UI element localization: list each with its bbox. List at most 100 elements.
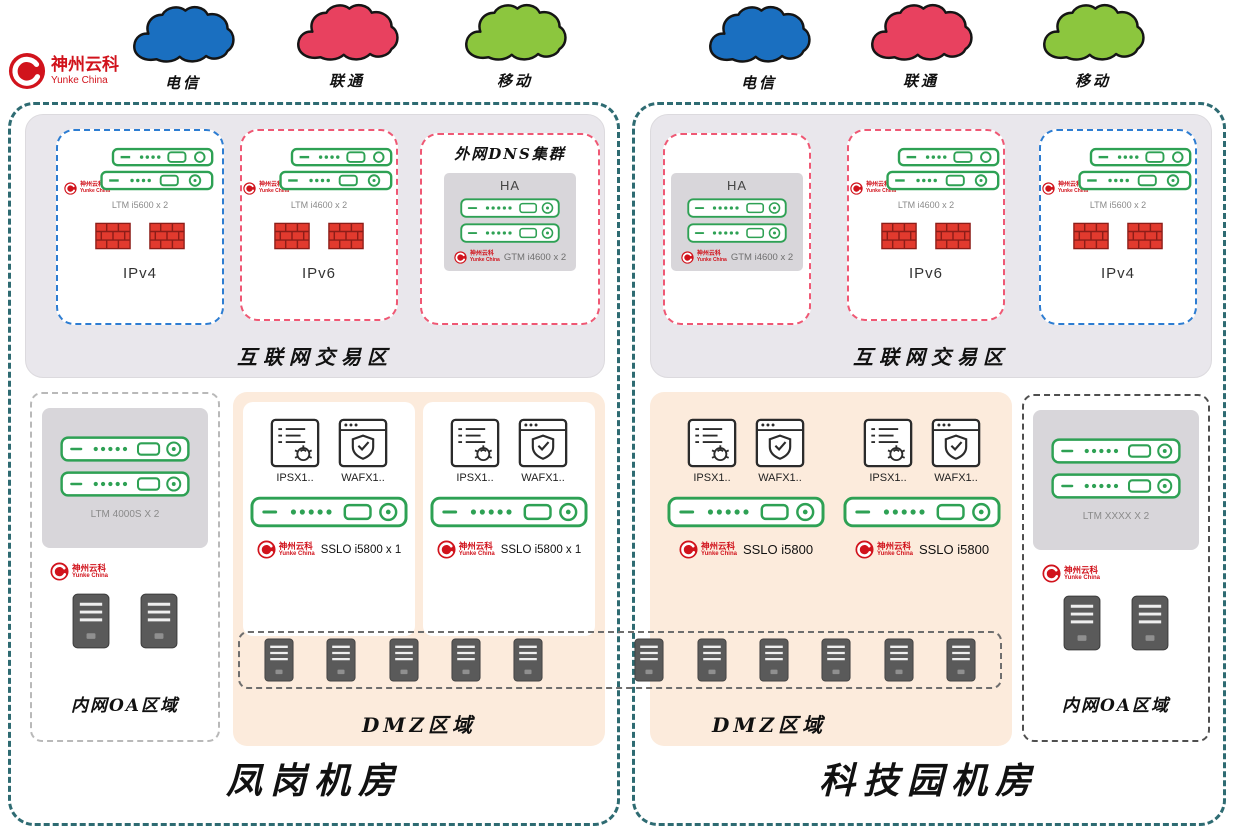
- yunke-mark-icon: [1042, 564, 1061, 583]
- firewall-icon: [1127, 222, 1163, 250]
- ips-item: IPSX1..: [450, 418, 500, 484]
- dmz-zone-label: DMZ区域: [361, 713, 477, 737]
- server-icon: [140, 593, 178, 649]
- sslo-appliance-icon: [250, 496, 408, 528]
- cloud-icon: [1036, 2, 1150, 68]
- ips-label: IPSX1..: [869, 472, 907, 484]
- waf-icon: [518, 418, 568, 468]
- brand-name: 神州云科: [259, 182, 284, 189]
- brand-name: 神州云科: [700, 540, 735, 551]
- brand-name: 神州云科: [469, 251, 494, 258]
- ips-icon: [450, 418, 500, 468]
- brand-name: 神州云科: [72, 562, 107, 573]
- device-label: LTM i4600 x 2: [897, 200, 955, 210]
- waf-item: WAFX1..: [931, 418, 981, 484]
- ltm-appliance-icon: [1045, 438, 1187, 464]
- waf-icon: [755, 418, 805, 468]
- firewall-icon: [935, 222, 971, 250]
- brand-name: 神州云科: [51, 55, 119, 75]
- ips-label: IPSX1..: [456, 472, 494, 484]
- server-icon: [513, 638, 543, 682]
- ip-version-label: IPv6: [908, 265, 943, 282]
- datacenter-name: 科技园机房: [818, 760, 1039, 802]
- security-icons: IPSX1.. WAFX1..: [863, 418, 981, 484]
- isp-label: 移动: [1074, 72, 1111, 90]
- isp-telecom: 电信: [126, 4, 240, 93]
- dmz-server-row: [238, 631, 1002, 689]
- device-label: LTM 4000S X 2: [90, 509, 160, 520]
- brand-subtitle: Yunke China: [696, 257, 727, 264]
- gtm-appliance-icon: [457, 223, 563, 243]
- brand-subtitle: Yunke China: [469, 257, 500, 264]
- device-label: LTM i4600 x 2: [290, 200, 348, 210]
- zone-label: 互联网交易区: [237, 345, 393, 369]
- ips-label: IPSX1..: [693, 472, 731, 484]
- ips-item: IPSX1..: [687, 418, 737, 484]
- brand-name: 神州云科: [1064, 564, 1099, 575]
- isp-label: 移动: [496, 72, 533, 90]
- firewall-icon: [95, 222, 131, 250]
- ha-label: HA: [499, 178, 521, 193]
- waf-label: WAFX1..: [341, 472, 385, 484]
- brand-subtitle: Yunke China: [80, 188, 111, 195]
- server-icon: [697, 638, 727, 682]
- sslo-appliance-icon: [430, 496, 588, 528]
- brand-name: 神州云科: [876, 540, 911, 551]
- sslo-label: SSLO i5800 x 1: [500, 543, 582, 556]
- gtm-appliance-icon: [684, 198, 790, 218]
- firewall-pair: [881, 222, 971, 250]
- brand-subtitle: Yunke China: [51, 74, 108, 86]
- yunke-mark-icon: [257, 540, 276, 559]
- sslo-label: SSLO i5800: [742, 542, 814, 557]
- device-label: GTM i4600 x 2: [730, 252, 794, 263]
- server-icon: [759, 638, 789, 682]
- server-icon: [821, 638, 851, 682]
- isp-unicom: 联通: [864, 2, 978, 91]
- oa-zone-label: 内网OA区域: [1062, 696, 1170, 716]
- cloud-icon: [864, 2, 978, 68]
- sslo-label: SSLO i5800 x 1: [320, 543, 402, 556]
- security-icons: IPSX1.. WAFX1..: [450, 418, 568, 484]
- firewall-icon: [328, 222, 364, 250]
- ips-icon: [270, 418, 320, 468]
- server-icon: [264, 638, 294, 682]
- yunke-mark-icon: [243, 182, 256, 195]
- waf-icon: [931, 418, 981, 468]
- ltm-appliance-icon: [54, 436, 196, 462]
- brand-subtitle: Yunke China: [700, 550, 737, 557]
- yunke-mark-icon: [8, 52, 46, 90]
- waf-label: WAFX1..: [934, 472, 978, 484]
- isp-unicom: 联通: [290, 2, 404, 91]
- waf-label: WAFX1..: [758, 472, 802, 484]
- server-icon: [326, 638, 356, 682]
- firewall-pair: [274, 222, 364, 250]
- ips-icon: [863, 418, 913, 468]
- device-label: LTM XXXX X 2: [1082, 511, 1150, 522]
- isp-label: 联通: [328, 72, 365, 90]
- device-label: LTM i5600 x 2: [111, 200, 169, 210]
- ip-version-label: IPv6: [301, 265, 336, 282]
- cloud-icon: [702, 4, 816, 70]
- waf-item: WAFX1..: [755, 418, 805, 484]
- brand-logo: 神州云科 Yunke China: [8, 52, 119, 90]
- ips-label: IPSX1..: [276, 472, 314, 484]
- brand-name: 神州云科: [458, 540, 493, 551]
- firewall-icon: [881, 222, 917, 250]
